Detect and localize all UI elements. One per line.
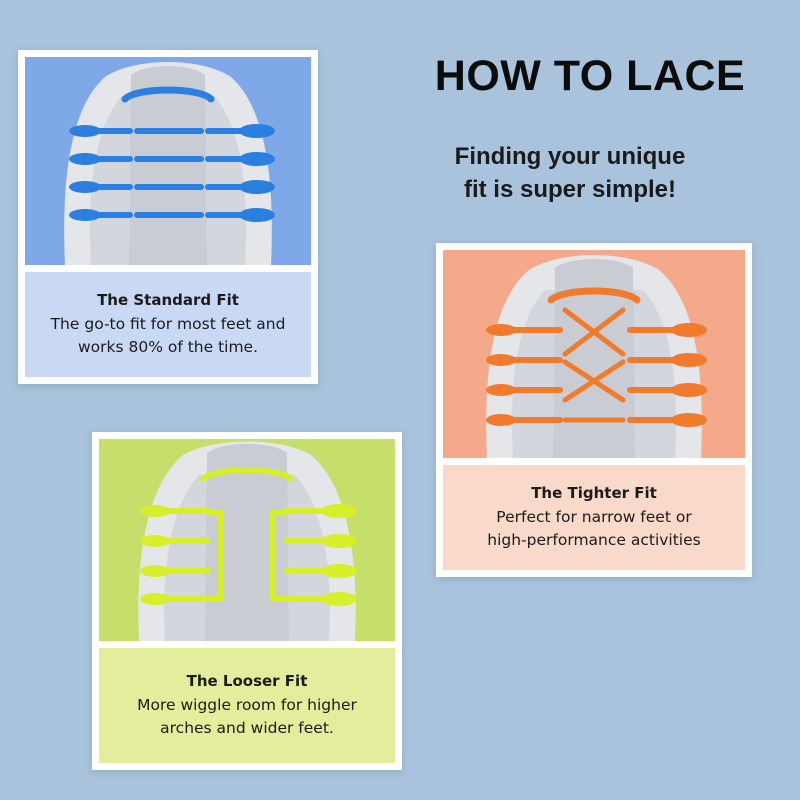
page-title: HOW TO LACE [434, 52, 746, 100]
subtitle-line-1: Finding your unique [454, 143, 686, 170]
looser-fit-caption: The Looser Fit More wiggle room for high… [99, 648, 395, 763]
tighter-fit-card: The Tighter Fit Perfect for narrow feet … [436, 243, 752, 577]
standard-fit-caption: The Standard Fit The go-to fit for most … [25, 272, 311, 377]
subtitle-line-2: fit is super simple! [463, 176, 677, 203]
looser-fit-card: The Looser Fit More wiggle room for high… [92, 432, 402, 770]
card-description-line-1: Perfect for narrow feet or [496, 507, 692, 526]
card-description-line-2: arches and wider feet. [160, 718, 334, 737]
standard-fit-photo [25, 57, 311, 265]
looser-fit-photo [99, 439, 395, 641]
tighter-fit-caption: The Tighter Fit Perfect for narrow feet … [443, 465, 745, 570]
card-description-line-2: high-performance activities [487, 530, 701, 549]
card-description-line-1: More wiggle room for higher [137, 695, 357, 714]
card-description-line-2: works 80% of the time. [77, 337, 259, 356]
card-title: The Standard Fit [97, 290, 239, 309]
tighter-fit-photo [443, 250, 745, 458]
shoe-illustration [443, 250, 745, 458]
card-title: The Looser Fit [186, 671, 308, 690]
card-title: The Tighter Fit [531, 483, 657, 502]
standard-fit-card: The Standard Fit The go-to fit for most … [18, 50, 318, 384]
page-subtitle: Finding your unique fit is super simple! [420, 140, 720, 206]
card-description-line-1: The go-to fit for most feet and [50, 314, 286, 333]
shoe-illustration [25, 57, 311, 265]
shoe-illustration [99, 439, 395, 641]
